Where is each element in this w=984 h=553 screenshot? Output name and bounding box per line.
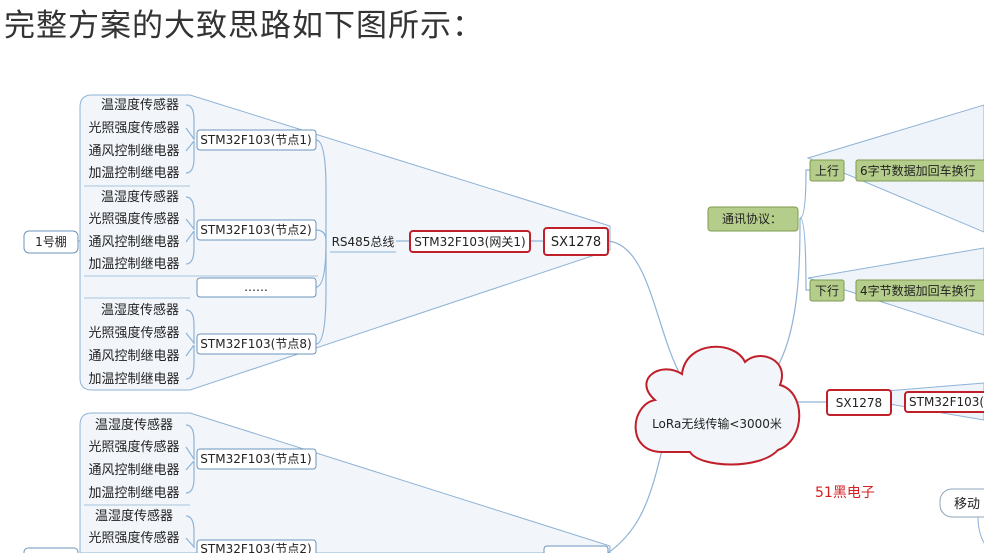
node-label: …… — [244, 280, 268, 294]
shed2-sensors: 温湿度传感器 光照强度传感器 通风控制继电器 加温控制继电器 温湿度传感器 光照… — [88, 417, 179, 546]
receiver-radio-box[interactable] — [826, 389, 892, 416]
sensor-label: 加温控制继电器 — [88, 486, 179, 501]
shed1-label: 1号棚 — [35, 234, 67, 249]
watermark-text: 51黑电子 — [815, 485, 875, 501]
sensor-label: 温湿度传感器 — [95, 417, 173, 433]
sensor-label: 通风控制继电器 — [88, 144, 179, 159]
sensor-label: 加温控制继电器 — [88, 166, 179, 181]
node-box[interactable] — [196, 539, 317, 553]
node-label: STM32F103(节点1) — [200, 133, 311, 147]
uplink-label: 上行 — [815, 164, 839, 178]
sensor-label: 光照强度传感器 — [88, 325, 179, 341]
node-box[interactable] — [196, 219, 317, 241]
sensor-label: 加温控制继电器 — [88, 372, 179, 387]
node-label: STM32F103(节点2) — [200, 542, 311, 553]
downlink-box[interactable] — [809, 279, 845, 302]
sensor-label: 光照强度传感器 — [88, 211, 179, 227]
page-title: 完整方案的大致思路如下图所示： — [4, 8, 484, 44]
node-box[interactable] — [196, 448, 317, 470]
shed1-nodes: STM32F103(节点1) STM32F103(节点2) …… STM32F1… — [196, 129, 317, 355]
sensor-label: 通风控制继电器 — [88, 235, 179, 250]
receiver-mcu-box[interactable] — [904, 391, 984, 413]
node-label: STM32F103(节点8) — [200, 337, 311, 351]
protocol-label: 通讯协议： — [722, 211, 782, 226]
sensor-label: 光照强度传感器 — [88, 530, 179, 546]
uplink-box[interactable] — [809, 159, 845, 182]
mobile-box[interactable] — [939, 488, 984, 518]
node-box[interactable] — [196, 129, 317, 151]
gateway-label: STM32F103(网关1) — [414, 235, 525, 249]
receiver-radio-label: SX1278 — [836, 396, 882, 410]
bus-label: RS485总线 — [332, 235, 395, 249]
shed1-container — [79, 94, 611, 391]
sensor-label: 温湿度传感器 — [101, 97, 179, 113]
uplink-desc-box[interactable] — [855, 159, 984, 182]
node-label: STM32F103(节点2) — [200, 223, 311, 237]
gateway-box[interactable] — [409, 230, 531, 253]
node-label: STM32F103(节点1) — [200, 452, 311, 466]
sensor-label: 光照强度传感器 — [88, 120, 179, 136]
node-box[interactable] — [196, 333, 317, 355]
node-box[interactable] — [196, 277, 317, 298]
radio-box[interactable] — [543, 227, 609, 256]
downlink-desc: 4字节数据加回车换行 — [860, 283, 976, 298]
receiver-mcu-label: STM32F103(服 — [909, 395, 984, 409]
shed2-container — [79, 412, 611, 553]
sensor-label: 光照强度传感器 — [88, 439, 179, 455]
shed1-group-outlines — [84, 185, 318, 299]
sensor-label: 通风控制继电器 — [88, 463, 179, 478]
sensor-label: 温湿度传感器 — [101, 302, 179, 318]
radio-label: SX1278 — [551, 235, 601, 250]
mobile-label: 移动 — [954, 497, 980, 512]
shed1-label-box[interactable] — [23, 230, 79, 254]
cloud-label: LoRa无线传输<3000米 — [652, 416, 782, 431]
lora-cloud[interactable] — [634, 345, 801, 466]
downlink-desc-box[interactable] — [855, 279, 984, 302]
sensor-label: 温湿度传感器 — [95, 508, 173, 524]
sensor-label: 通风控制继电器 — [88, 349, 179, 364]
protocol-box[interactable] — [707, 206, 799, 232]
downlink-label: 下行 — [815, 284, 839, 298]
shed1-sensors: 温湿度传感器 光照强度传感器 通风控制继电器 加温控制继电器 温湿度传感器 光照… — [88, 97, 179, 387]
connectors — [78, 104, 826, 553]
sensor-label: 温湿度传感器 — [101, 189, 179, 205]
uplink-desc: 6字节数据加回车换行 — [860, 163, 976, 178]
sensor-label: 加温控制继电器 — [88, 257, 179, 272]
